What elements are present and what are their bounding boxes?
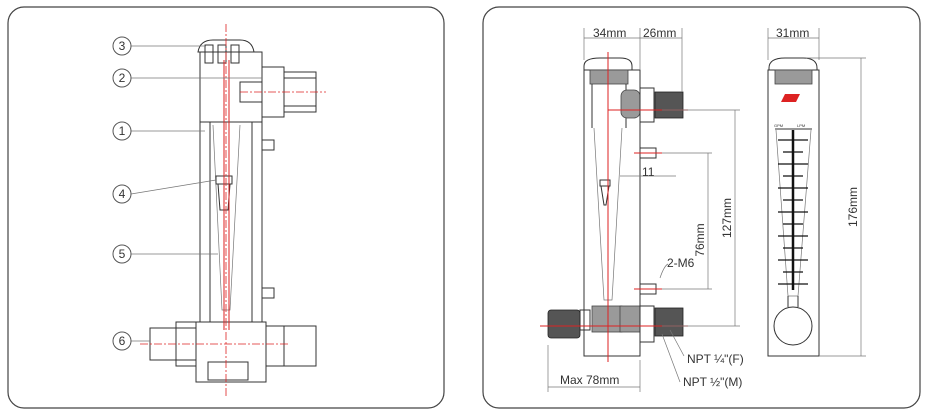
callout-2: 2 <box>112 68 262 88</box>
callout-4: 4 <box>112 179 217 204</box>
scale-ticks <box>778 139 808 285</box>
dim-total-height: 176mm <box>846 187 860 227</box>
callout-6: 6 <box>112 331 150 351</box>
callout-label: 1 <box>119 124 126 138</box>
callout-1: 1 <box>112 121 205 141</box>
callout-5: 5 <box>112 244 218 264</box>
note-mount-thread: 2-M6 <box>667 256 695 270</box>
dim-port-spacing: 127mm <box>720 198 734 238</box>
dim-body-width: 34mm <box>593 26 626 40</box>
left-panel <box>7 6 445 409</box>
scale-label-gpm: GPM <box>774 123 783 128</box>
scale-label-lpm: LPM <box>797 123 805 128</box>
dim-fitting-length: 26mm <box>643 26 676 40</box>
side-view: GPM LPM <box>767 28 866 357</box>
callout-label: 4 <box>119 187 126 201</box>
right-panel <box>482 6 921 409</box>
dim-side-width: 31mm <box>776 26 809 40</box>
dim-mount-offset: 11 <box>642 165 655 179</box>
note-inlet-thread: NPT ¼"(F) <box>687 352 744 366</box>
dimension-lines <box>547 28 740 392</box>
callout-label: 5 <box>119 247 126 261</box>
front-view <box>540 52 688 362</box>
callout-label: 6 <box>119 334 126 348</box>
callout-label: 3 <box>119 39 126 53</box>
note-outlet-thread: NPT ½"(M) <box>683 375 742 389</box>
dim-max-width: Max 78mm <box>560 373 619 387</box>
sectional-view <box>140 24 326 396</box>
callout-label: 2 <box>119 71 126 85</box>
brand-logo <box>781 94 800 102</box>
callout-3: 3 <box>112 36 206 56</box>
dim-mount-spacing: 76mm <box>693 223 707 256</box>
